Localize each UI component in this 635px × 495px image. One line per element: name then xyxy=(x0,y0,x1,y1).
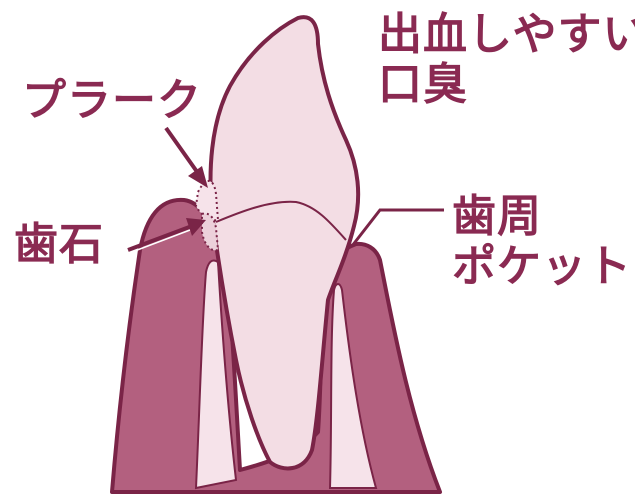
pocket-leader-line xyxy=(352,210,444,246)
symptom-bad-breath: 口臭 xyxy=(378,60,635,110)
pocket-label-line1: 歯周 xyxy=(452,192,632,242)
plaque-arrow-line xyxy=(166,128,200,176)
plaque-label: プラーク xyxy=(22,76,202,126)
symptom-bleeding: 出血しやすい xyxy=(378,10,635,60)
symptoms-label: 出血しやすい 口臭 xyxy=(378,10,635,110)
tartar-label: 歯石 xyxy=(14,220,104,270)
plaque-arrow-head xyxy=(188,166,208,188)
periodontal-pocket-label: 歯周 ポケット xyxy=(452,192,632,292)
pocket-label-line2: ポケット xyxy=(452,242,632,292)
